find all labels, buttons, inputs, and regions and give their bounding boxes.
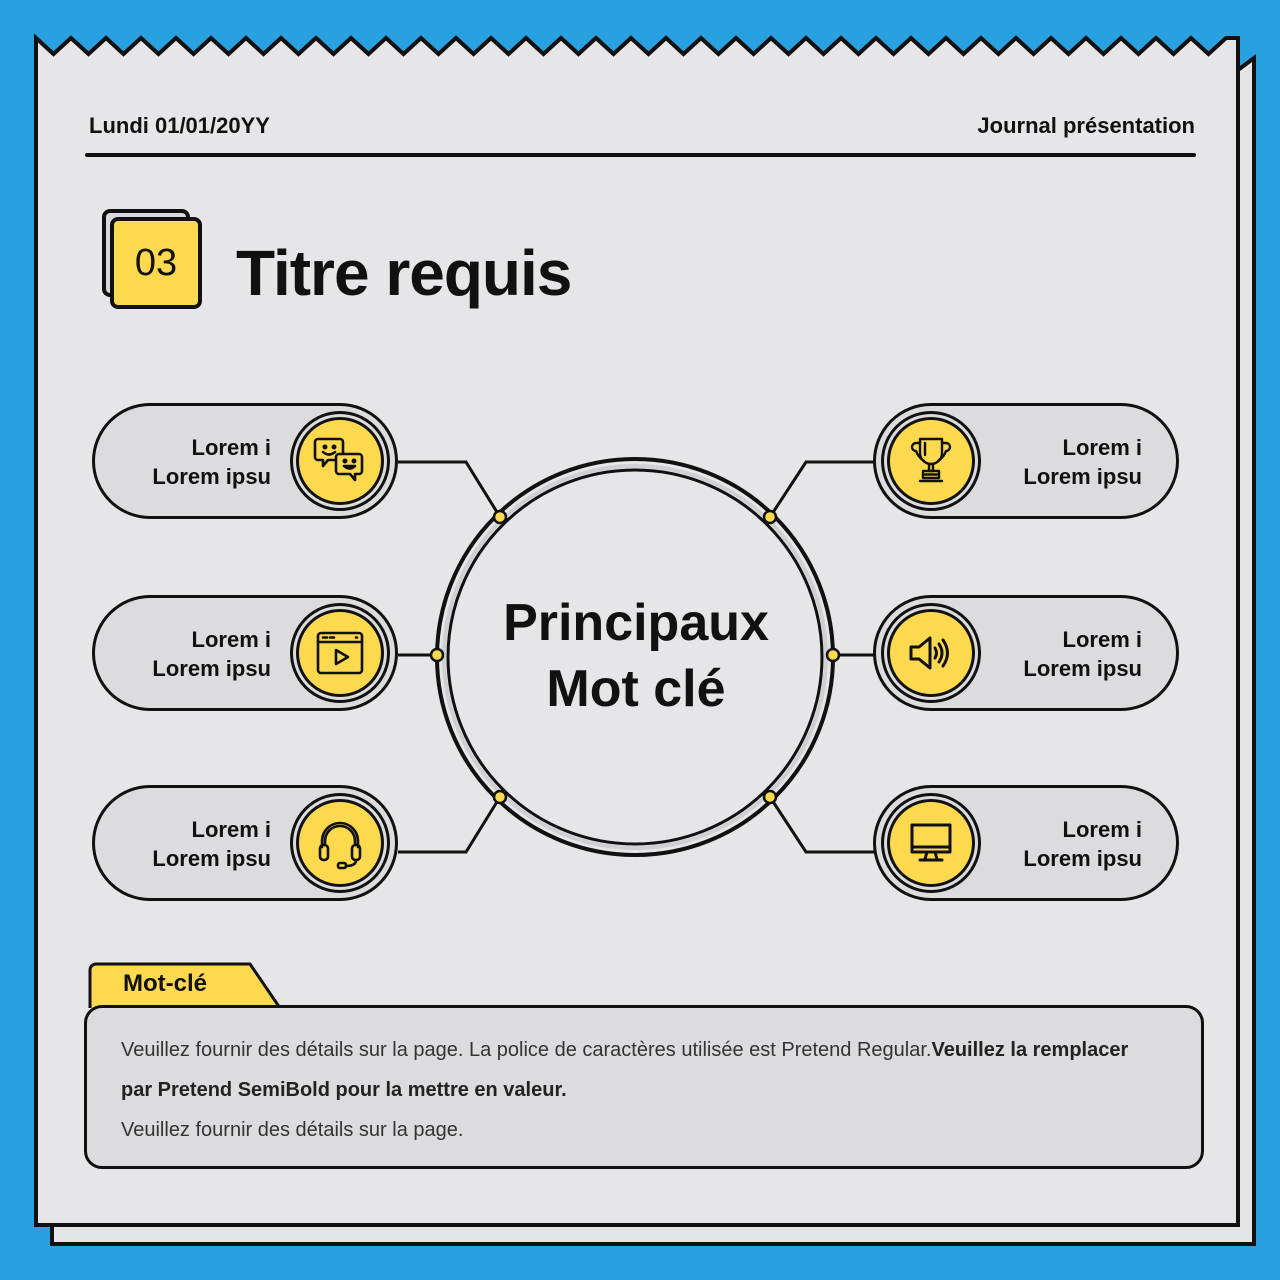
- keyword-tab-label: Mot-clé: [123, 970, 207, 997]
- node-label-line1: Lorem i: [191, 627, 271, 652]
- trophy-icon: [910, 437, 952, 483]
- section-number-badge: 03: [110, 217, 202, 309]
- node-label-line2: Lorem ipsu: [152, 656, 271, 681]
- central-keyword-line1: Principaux: [503, 594, 769, 652]
- node-label-line1: Lorem i: [191, 817, 271, 842]
- node-label-line1: Lorem i: [1062, 435, 1142, 460]
- chat-bubbles-icon: [313, 437, 364, 482]
- header-divider: [85, 153, 1196, 157]
- description-box: Veuillez fournir des détails sur la page…: [84, 1005, 1204, 1169]
- headset-icon: [318, 821, 362, 870]
- node-label-line2: Lorem ipsu: [152, 464, 271, 489]
- central-keyword: Principaux Mot clé: [436, 590, 836, 722]
- junction-dots: [429, 509, 841, 805]
- video-player-icon: [316, 631, 364, 675]
- node-right-2: Lorem i Lorem ipsu: [873, 595, 1179, 711]
- node-label-line2: Lorem ipsu: [1023, 846, 1142, 871]
- node-label-line2: Lorem ipsu: [1023, 464, 1142, 489]
- node-left-1: Lorem i Lorem ipsu: [92, 403, 398, 519]
- node-label-line1: Lorem i: [1062, 817, 1142, 842]
- central-keyword-line2: Mot clé: [546, 660, 726, 718]
- node-label-line2: Lorem ipsu: [152, 846, 271, 871]
- node-label-line2: Lorem ipsu: [1023, 656, 1142, 681]
- node-label-line1: Lorem i: [191, 435, 271, 460]
- speaker-icon: [909, 636, 949, 670]
- description-second: Veuillez fournir des détails sur la page…: [121, 1119, 464, 1141]
- keyword-tab: [88, 962, 282, 1009]
- header-journal-title: Journal présentation: [977, 113, 1195, 138]
- node-left-3: Lorem i Lorem ipsu: [92, 785, 398, 901]
- header-date: Lundi 01/01/20YY: [89, 113, 270, 138]
- node-left-2: Lorem i Lorem ipsu: [92, 595, 398, 711]
- description-text: Veuillez fournir des détails sur la page…: [121, 1030, 1161, 1150]
- node-right-3: Lorem i Lorem ipsu: [873, 785, 1179, 901]
- node-right-1: Lorem i Lorem ipsu: [873, 403, 1179, 519]
- page-title: Titre requis: [236, 237, 572, 309]
- node-label-line1: Lorem i: [1062, 627, 1142, 652]
- description-regular: Veuillez fournir des détails sur la page…: [121, 1039, 932, 1061]
- description-emphasis: Veuillez la remplacer par Pretend SemiBo…: [121, 1039, 1129, 1101]
- monitor-icon: [910, 823, 952, 862]
